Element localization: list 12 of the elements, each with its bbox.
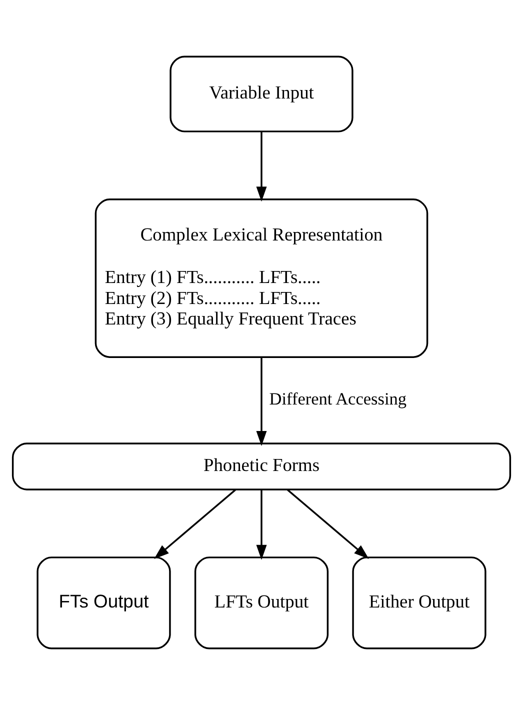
node-box: Complex Lexical Representation Entry (1) FTs........... LFTs..... Entry (2) FTs........... LFTs..... Entry (3) Equally Frequent Traces: [94, 198, 428, 358]
arrow: [286, 488, 369, 558]
node-box: Phonetic Forms: [12, 442, 512, 490]
edge-label: Different Accessing: [269, 388, 407, 408]
node-box: Either Output: [352, 556, 486, 649]
arrow: [256, 489, 267, 560]
arrow: [256, 356, 267, 446]
arrow: [256, 131, 267, 202]
arrow: [154, 488, 236, 558]
node-box: Variable Input: [170, 55, 354, 132]
node-box: LFTs Output: [194, 556, 329, 649]
node-box: FTs Output: [36, 556, 171, 649]
